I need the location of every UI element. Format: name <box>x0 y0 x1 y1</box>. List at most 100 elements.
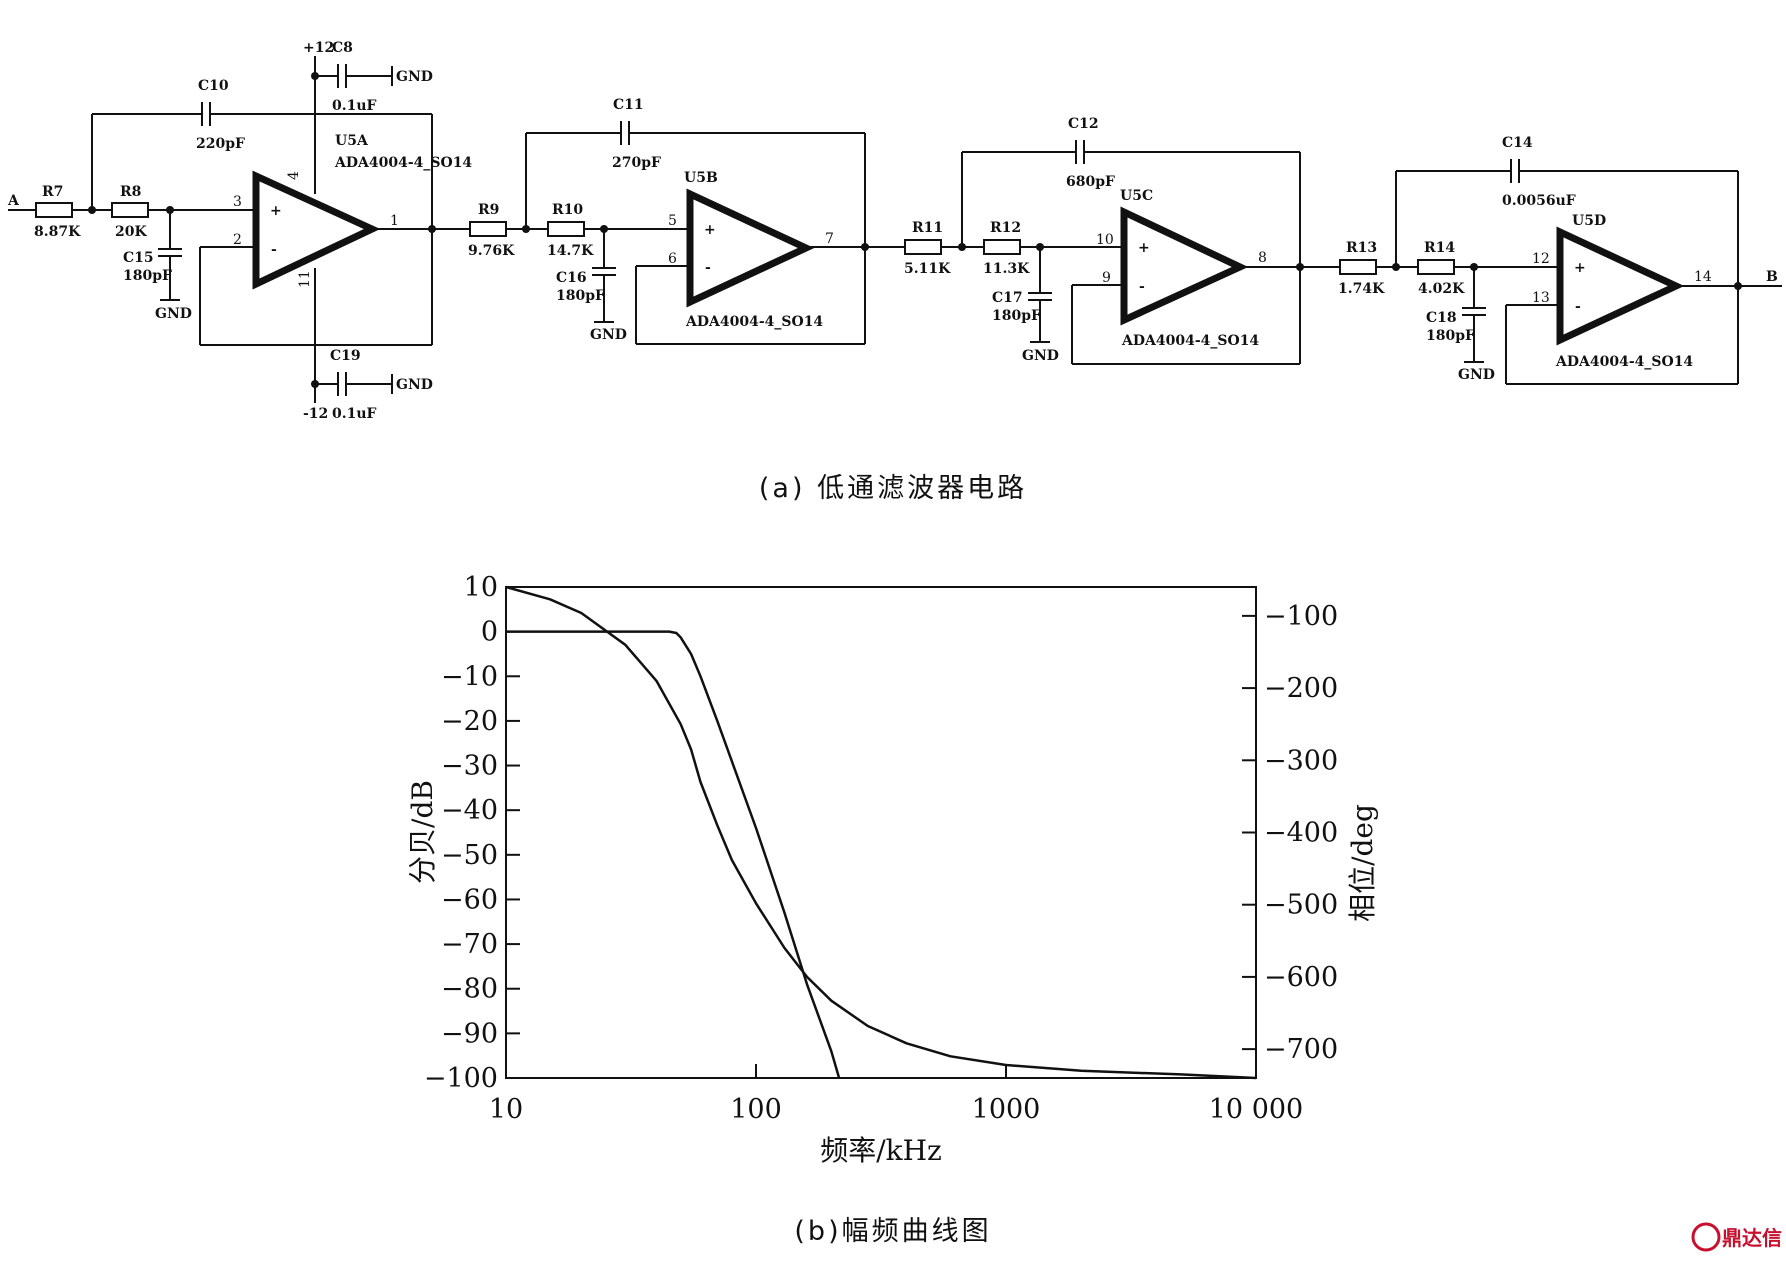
u5b-part: ADA4004-4_SO14 <box>685 314 823 330</box>
c17-name: C17 <box>992 290 1023 306</box>
u5d-pin-out: 14 <box>1694 269 1712 285</box>
c15-value: 180pF <box>123 268 172 284</box>
r13-name: R13 <box>1346 240 1377 256</box>
resistor-r14 <box>1417 259 1455 275</box>
minus-sign: - <box>705 260 711 276</box>
magnitude-curve <box>506 630 841 1079</box>
r7-value: 8.87K <box>34 224 81 240</box>
minus-sign: - <box>1575 299 1581 315</box>
stage-3: R11 5.11K R12 11.3K C17 180pF GND C12 <box>904 116 1340 365</box>
opamp-u5c <box>1120 206 1249 326</box>
plus-sign: + <box>1574 260 1586 276</box>
r12-name: R12 <box>990 220 1021 236</box>
y-tick-label: 0 <box>481 617 498 648</box>
u5a-name: U5A <box>335 133 369 149</box>
r10-value: 14.7K <box>547 243 594 259</box>
y2-tick-label: −700 <box>1264 1034 1338 1065</box>
c14-name: C14 <box>1502 135 1533 151</box>
u5a-pin-vneg: 11 <box>297 270 313 288</box>
u5d-pin-minus: 13 <box>1532 290 1550 306</box>
vneg-label: -12 <box>303 406 328 422</box>
u5c-pin-minus: 9 <box>1102 270 1111 286</box>
r14-value: 4.02K <box>1418 281 1465 297</box>
r7-name: R7 <box>42 184 63 200</box>
c10-name: C10 <box>198 78 229 94</box>
y-tick-label: −10 <box>441 661 498 692</box>
c18-value: 180pF <box>1426 328 1475 344</box>
junction <box>428 225 436 233</box>
y-tick-label: −80 <box>441 974 498 1005</box>
low-pass-filter-circuit: A R7 8.87K R8 20K C15 180pF GND <box>7 40 1782 422</box>
series-group <box>505 585 1257 1080</box>
r13-value: 1.74K <box>1338 281 1385 297</box>
y-axis-label: 分贝/dB <box>406 780 439 884</box>
u5c-name: U5C <box>1120 188 1153 204</box>
junction <box>1734 282 1742 290</box>
y2-tick-label: −400 <box>1264 818 1338 849</box>
y-tick-label: −60 <box>441 884 498 915</box>
c16-name: C16 <box>556 270 587 286</box>
junction <box>1296 263 1304 271</box>
resistor-r8 <box>111 202 149 218</box>
minus-sign: - <box>271 242 277 258</box>
u5b-name: U5B <box>684 170 718 186</box>
plus-sign: + <box>270 203 282 219</box>
y2-tick-label: −500 <box>1264 890 1338 921</box>
c14-value: 0.0056uF <box>1502 193 1576 209</box>
c8-value: 0.1uF <box>332 98 377 114</box>
r10-name: R10 <box>552 202 583 218</box>
r12-value: 11.3K <box>983 261 1030 277</box>
c15-name: C15 <box>123 250 154 266</box>
c10-value: 220pF <box>196 136 245 152</box>
phase-curve <box>505 585 1257 1080</box>
u5c-pin-out: 8 <box>1258 250 1267 266</box>
watermark-icon <box>1691 1222 1721 1252</box>
y2-axis-label: 相位/deg <box>1346 804 1379 922</box>
c12-name: C12 <box>1068 116 1099 132</box>
c8-name: C8 <box>332 40 353 56</box>
gnd-label: GND <box>590 327 627 343</box>
u5b-pin-out: 7 <box>825 231 834 247</box>
opamp-u5b <box>686 188 815 308</box>
y-tick-label: −70 <box>441 929 498 960</box>
u5a-pin-vpos: 4 <box>286 171 302 180</box>
u5c-pin-plus: 10 <box>1096 232 1114 248</box>
c11-value: 270pF <box>612 155 661 171</box>
resistor-r7 <box>35 202 73 218</box>
gnd-label: GND <box>396 377 433 393</box>
y-tick-label: −40 <box>441 795 498 826</box>
y-tick-label: 10 <box>464 572 498 603</box>
y2-tick-label: −300 <box>1264 745 1338 776</box>
x-axis-label: 频率/kHz <box>820 1134 942 1167</box>
stage-2: R9 9.76K R10 14.7K C16 180pF GND C11 <box>468 97 905 345</box>
vpos-label: +12 <box>303 40 334 56</box>
c19-value: 0.1uF <box>332 406 377 422</box>
gnd-label: GND <box>1458 367 1495 383</box>
u5d-part: ADA4004-4_SO14 <box>1555 354 1693 370</box>
y-tick-label: −100 <box>424 1063 498 1094</box>
caption-b: (b)幅频曲线图 <box>794 1216 991 1247</box>
c16-value: 180pF <box>556 288 605 304</box>
u5d-name: U5D <box>1572 213 1606 229</box>
y2-tick-label: −600 <box>1264 962 1338 993</box>
c18-name: C18 <box>1426 310 1457 326</box>
c19-name: C19 <box>330 348 361 364</box>
input-terminal-label: A <box>7 193 20 209</box>
resistor-r9 <box>469 221 507 237</box>
gnd-label: GND <box>155 306 192 322</box>
r11-value: 5.11K <box>904 261 951 277</box>
r8-name: R8 <box>120 184 141 200</box>
x-tick-label: 10 000 <box>1209 1094 1303 1125</box>
y-axis-right: −100−200−300−400−500−600−700 <box>1242 601 1338 1065</box>
watermark-logo: 鼎达信 <box>1691 1222 1782 1252</box>
y-tick-label: −50 <box>441 840 498 871</box>
opamp-u5a <box>252 170 381 290</box>
plot-frame <box>505 586 1257 1079</box>
c12-value: 680pF <box>1066 174 1115 190</box>
resistor-r12 <box>983 239 1021 255</box>
gnd-label: GND <box>396 69 433 85</box>
minus-sign: - <box>1139 279 1145 295</box>
plus-sign: + <box>1138 240 1150 256</box>
